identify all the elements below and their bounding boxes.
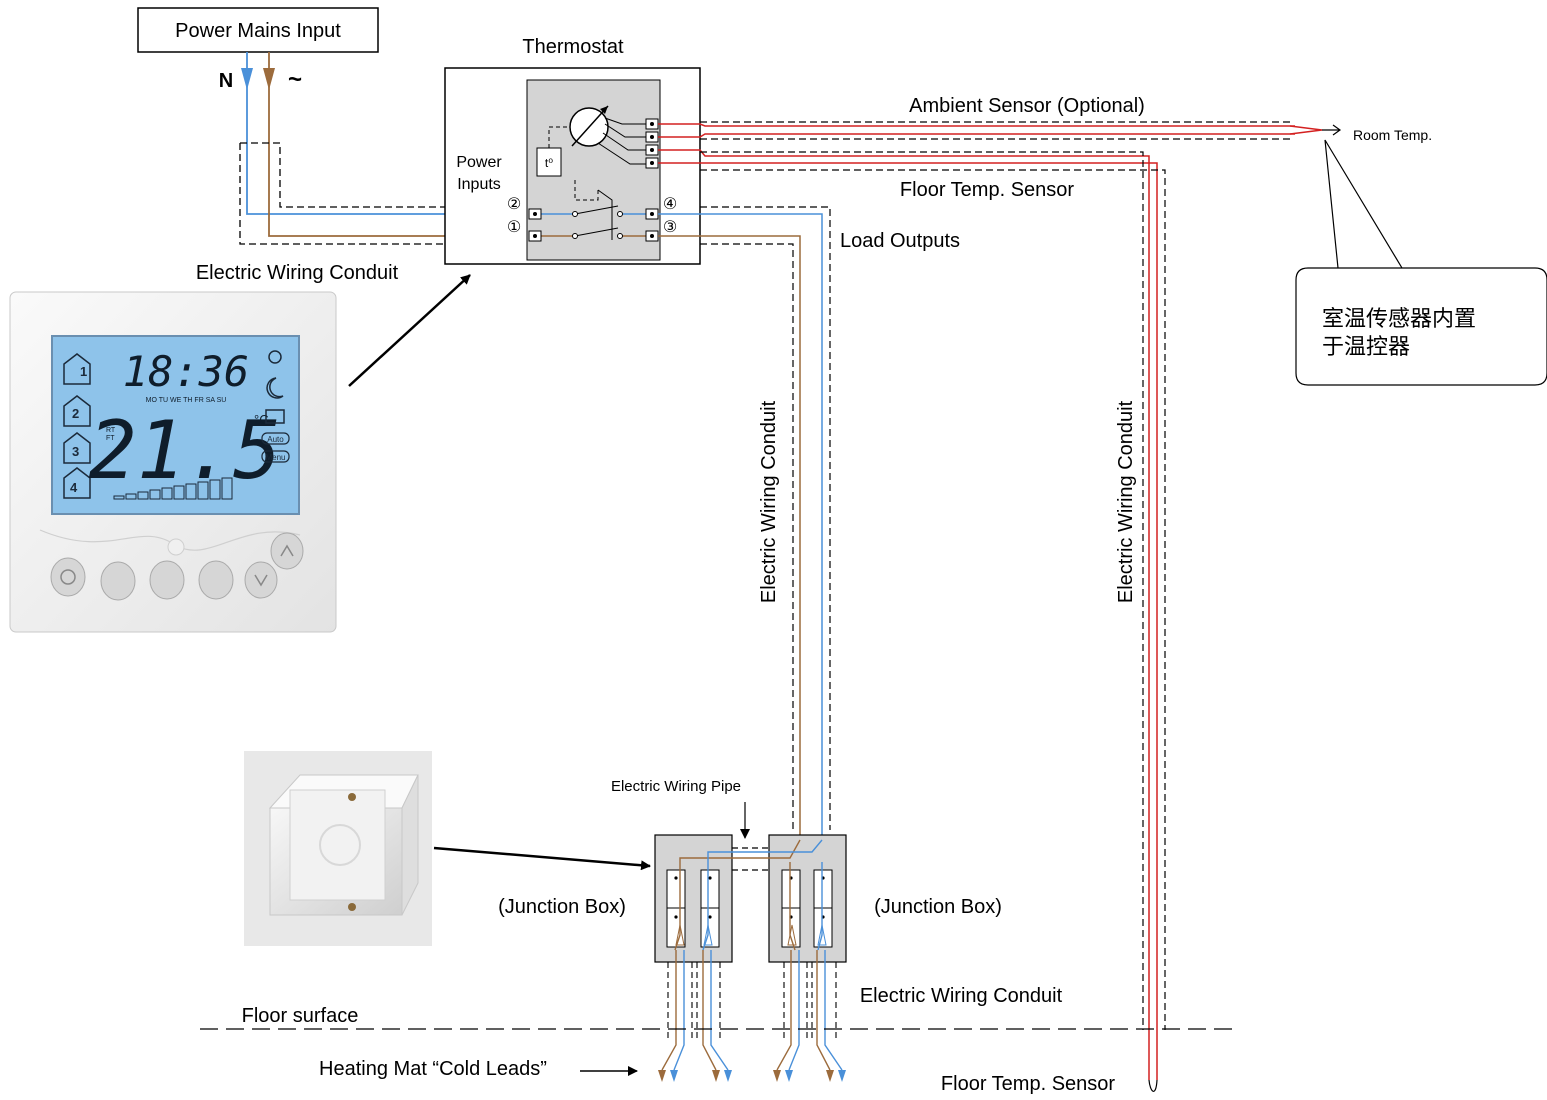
mode-button[interactable] bbox=[149, 560, 185, 600]
load-live-wire bbox=[658, 235, 801, 840]
floor-sensor-wire-b bbox=[658, 162, 1158, 1080]
neutral-wire bbox=[246, 52, 535, 215]
ambient-sensor-wire-b bbox=[658, 133, 1295, 138]
conduit-top-label: Electric Wiring Conduit bbox=[196, 262, 399, 284]
conduit-bottom-label: Electric Wiring Conduit bbox=[860, 985, 1063, 1007]
sun-icon bbox=[268, 350, 282, 364]
up-button[interactable] bbox=[270, 532, 304, 570]
power-icon bbox=[60, 569, 76, 585]
program-1: 1 bbox=[80, 364, 87, 379]
power-mains-label: Power Mains Input bbox=[175, 20, 341, 42]
down-arrow-icon bbox=[254, 574, 268, 587]
terminal-2-label: ② bbox=[507, 196, 521, 213]
callout-line-1: 室温传感器内置 bbox=[1322, 307, 1476, 332]
wiring-pipe bbox=[732, 847, 769, 871]
program-4: 4 bbox=[70, 480, 78, 495]
lcd-days: MO TU WE TH FR SA SU bbox=[146, 397, 227, 404]
power-button[interactable] bbox=[50, 557, 86, 597]
t0-sensor: t⁰ bbox=[545, 156, 553, 170]
live-label: ~ bbox=[288, 66, 302, 93]
floor-temp-sensor-bottom-label: Floor Temp. Sensor bbox=[941, 1073, 1115, 1095]
lcd-screen bbox=[51, 335, 300, 515]
floor-temp-sensor-top-label: Floor Temp. Sensor bbox=[900, 179, 1074, 201]
junction-box-left-label: (Junction Box) bbox=[498, 896, 626, 918]
lcd-temperature: 21.5 bbox=[89, 404, 282, 497]
moon-icon bbox=[266, 377, 284, 399]
callout-bubble: 室温传感器内置 于温控器 bbox=[1295, 139, 1547, 386]
floor-surface-label: Floor surface bbox=[242, 1005, 359, 1027]
svg-text:FT: FT bbox=[106, 435, 115, 442]
lcd-time: 18:36 bbox=[123, 347, 249, 396]
terminal-4-label: ④ bbox=[663, 196, 677, 213]
power-mains-input: Power Mains Input bbox=[137, 7, 379, 53]
cold-leads bbox=[661, 950, 843, 1071]
load-outputs-label: Load Outputs bbox=[840, 230, 960, 252]
cold-leads-label: Heating Mat “Cold Leads” bbox=[319, 1058, 547, 1080]
ambient-sensor-wire-a bbox=[658, 123, 1295, 127]
floor-sensor-probe bbox=[1148, 1079, 1158, 1092]
power-inputs-label: Power bbox=[456, 154, 502, 171]
thermostat-device: 1 2 3 4 18:36 MO TU WE TH FR SA SU 21.5 … bbox=[9, 291, 337, 633]
lcd-auto: Auto bbox=[267, 435, 284, 444]
up-arrow-icon bbox=[280, 544, 294, 557]
suitcase-icon bbox=[265, 409, 285, 424]
svg-text:Inputs: Inputs bbox=[457, 176, 501, 193]
clock-button[interactable] bbox=[100, 561, 136, 601]
neutral-label: N bbox=[219, 70, 233, 92]
floor-sensor-wire-a bbox=[658, 149, 1150, 1080]
callout-line-2: 于温控器 bbox=[1322, 335, 1410, 360]
room-temp-label: Room Temp. bbox=[1353, 127, 1432, 143]
fan-button[interactable] bbox=[198, 560, 234, 600]
junction-box-left bbox=[654, 834, 733, 963]
lcd-menu: Menu bbox=[265, 453, 285, 462]
junction-box-right bbox=[768, 834, 847, 963]
terminal-3-label: ③ bbox=[663, 219, 677, 236]
program-2: 2 bbox=[72, 406, 79, 421]
svg-text:RT: RT bbox=[106, 427, 116, 434]
terminal-1-label: ① bbox=[507, 219, 521, 236]
conduit-vertical-1-label: Electric Wiring Conduit bbox=[758, 400, 780, 603]
live-arrow bbox=[263, 68, 275, 90]
ambient-sensor-label: Ambient Sensor (Optional) bbox=[909, 95, 1145, 117]
thermostat-label: Thermostat bbox=[522, 36, 624, 58]
lcd-bar-graph bbox=[113, 477, 233, 500]
thermostat-schematic: t⁰ bbox=[444, 67, 701, 265]
conduit-vertical-2-label: Electric Wiring Conduit bbox=[1115, 400, 1137, 603]
lcd-unit: °C bbox=[254, 412, 269, 427]
neutral-arrow bbox=[241, 68, 253, 90]
program-3: 3 bbox=[72, 444, 79, 459]
wiring-pipe-label: Electric Wiring Pipe bbox=[611, 778, 741, 795]
junction-box-photo bbox=[244, 751, 432, 946]
down-button[interactable] bbox=[244, 561, 278, 599]
mains-conduit bbox=[239, 143, 445, 245]
load-neutral-wire bbox=[658, 213, 823, 840]
junction-box-right-label: (Junction Box) bbox=[874, 896, 1002, 918]
